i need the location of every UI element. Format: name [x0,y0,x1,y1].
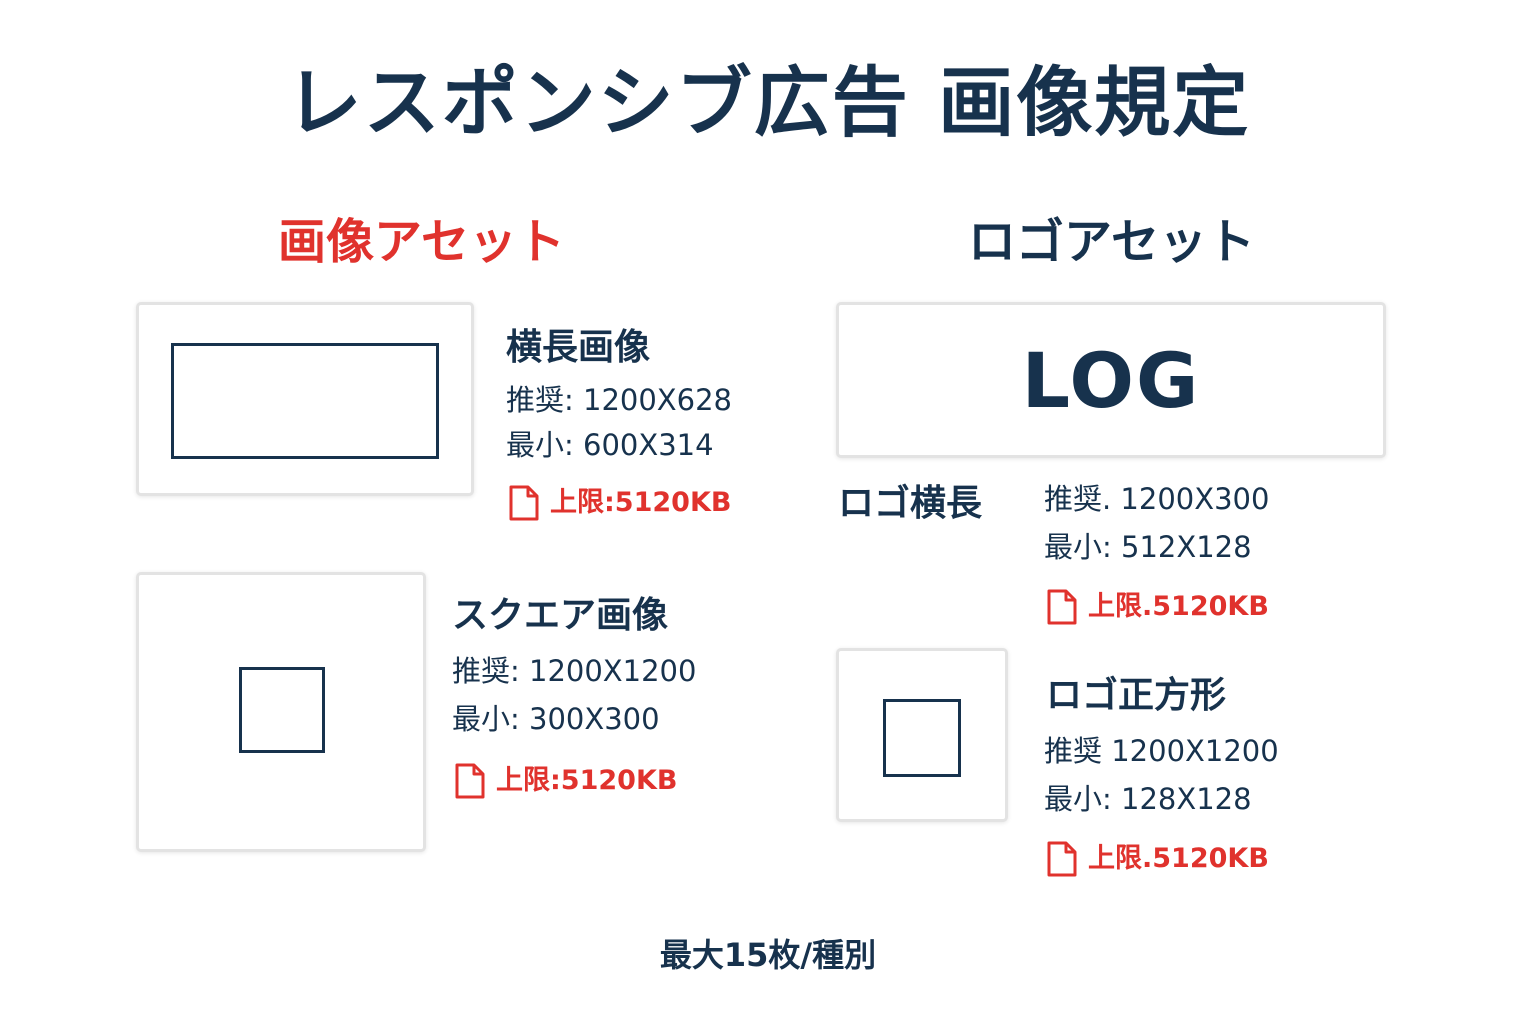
logo-landscape-minimum: 最小: 512X128 [1044,530,1252,564]
landscape-image-minimum: 最小: 600X314 [506,428,714,462]
logo-square-name: ロゴ正方形 [1046,675,1227,716]
document-icon [1047,589,1077,625]
square-image-recommended: 推奨: 1200X1200 [452,654,697,688]
logo-square-recommended: 推奨 1200X1200 [1044,734,1279,768]
landscape-image-recommended: 推奨: 1200X628 [506,383,733,417]
page-title: レスポンシブ広告 画像規定 [285,58,1251,147]
square-image-minimum: 最小: 300X300 [452,702,660,736]
landscape-image-name: 横長画像 [506,327,651,368]
document-icon [455,763,485,799]
limit-text: 上限.5120KB [1088,591,1269,622]
logo-landscape-name: ロゴ横長 [838,483,983,524]
landscape-image-preview [136,302,474,496]
logo-landscape-limit: 上限.5120KB [1046,588,1269,626]
square-frame-shape [239,667,325,753]
logo-square-preview [836,648,1008,822]
logo-placeholder-text: LOG [1021,335,1201,425]
square-image-name: スクエア画像 [452,595,669,636]
logo-square-frame-shape [883,699,961,777]
logo-landscape-recommended: 推奨. 1200X300 [1044,482,1270,516]
landscape-frame-shape [171,343,439,459]
limit-text: 上限:5120KB [496,765,678,796]
image-assets-heading: 画像アセット [278,214,566,270]
logo-landscape-preview: LOG [836,302,1386,458]
document-icon [1047,841,1077,877]
landscape-image-limit: 上限:5120KB [508,484,731,522]
limit-text: 上限:5120KB [550,487,732,518]
logo-square-limit: 上限.5120KB [1046,840,1269,878]
footer-note: 最大15枚/種別 [659,936,877,974]
document-icon [509,485,539,521]
logo-assets-heading: ロゴアセット [968,214,1256,270]
square-image-limit: 上限:5120KB [454,762,677,800]
limit-text: 上限.5120KB [1088,843,1269,874]
logo-square-minimum: 最小: 128X128 [1044,782,1252,816]
square-image-preview [136,572,426,852]
